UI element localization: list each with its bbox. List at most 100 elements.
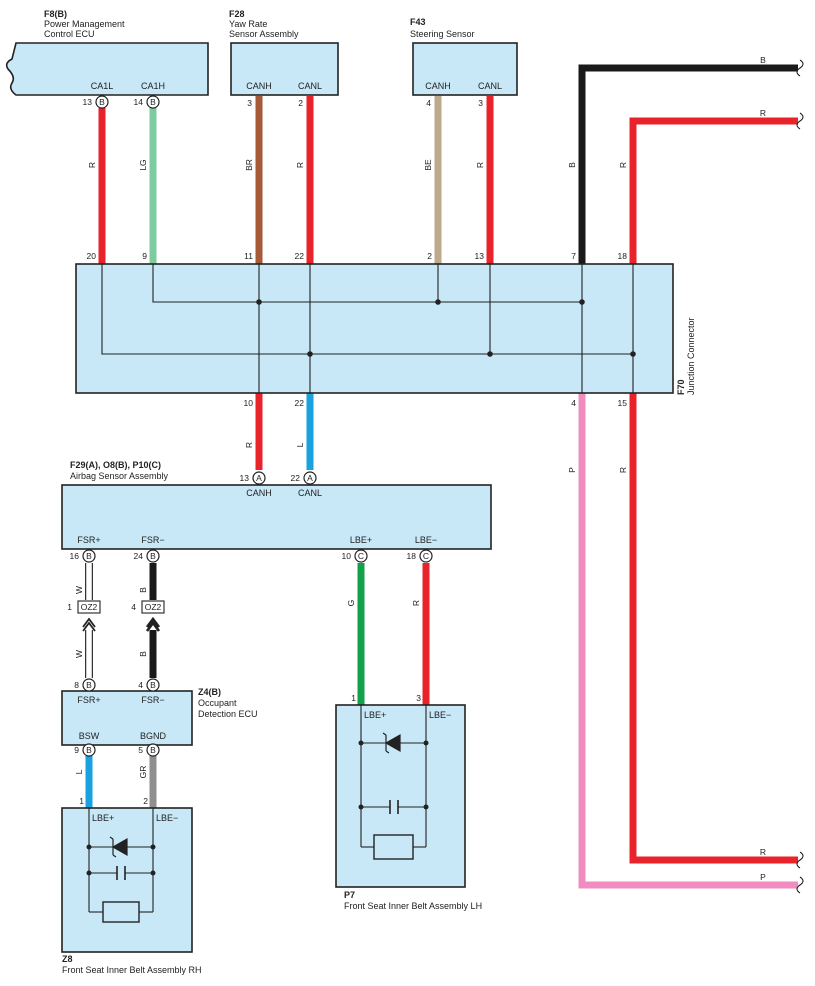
z8-circuit [86, 808, 156, 923]
break-mark-p [796, 876, 804, 894]
z8-name: Front Seat Inner Belt Assembly RH [62, 965, 202, 975]
p7-pin-1-num: 1 [351, 693, 356, 703]
f8-pin-13-num: 13 [83, 97, 93, 107]
p7-belt-lh: 1 3 LBE+ LBE− P7 Front Seat Inner Belt A… [335, 693, 482, 911]
z4-box [61, 690, 193, 746]
airbag-pin-10-conn [354, 549, 368, 563]
z8-zener-tips [109, 836, 117, 858]
f8-pin-ca1h-label: CA1H [141, 81, 165, 91]
airbag-pin-fsrm-label: FSR− [141, 535, 164, 545]
break-mark-b [796, 59, 804, 77]
f8-ecu: F8(B) Power Management Control ECU CA1L … [5, 9, 209, 109]
z4-pin-5-conn [146, 743, 160, 757]
f43-sensor: F43 Steering Sensor CANH CANL 4 3 [410, 17, 518, 108]
junction-dot [435, 299, 441, 305]
wire-label-j22: L [295, 442, 305, 447]
p7-code: P7 [344, 890, 355, 900]
p7-circuit [358, 705, 429, 860]
airbag-pin-canh-label: CANH [246, 488, 272, 498]
p7-resistor-icon [373, 834, 414, 860]
wire-label-f8-ca1l: R [87, 162, 97, 168]
z4-code: Z4(B) [198, 687, 221, 697]
f70-bottom-pin: 10 [244, 398, 254, 408]
airbag-pin-canl-label: CANL [298, 488, 322, 498]
f28-name1: Yaw Rate [229, 19, 267, 29]
z8-code: Z8 [62, 954, 73, 964]
f8-pin-ca1l-label: CA1L [91, 81, 114, 91]
z8-pin-1-num: 1 [79, 796, 84, 806]
wire-label-j15: R [618, 467, 628, 473]
junction-dot [630, 351, 636, 357]
f43-name1: Steering Sensor [410, 29, 475, 39]
junction-dot [423, 740, 429, 746]
airbag-name: Airbag Sensor Assembly [70, 471, 169, 481]
f28-pin-3-num: 3 [247, 98, 252, 108]
f43-pin-canl-label: CANL [478, 81, 502, 91]
f8-pin-14-conn [146, 95, 160, 109]
z8-pin-lbem-label: LBE− [156, 813, 178, 823]
wire-label-lbem-lh: R [411, 600, 421, 606]
wire-label-fsrm-lower: B [138, 651, 148, 657]
f28-name2: Sensor Assembly [229, 29, 299, 39]
airbag-pin-24-conn [146, 549, 160, 563]
f70-junction: 20 9 11 22 2 13 7 18 10 22 4 15 F70 Junc… [75, 251, 696, 408]
f70-top-pin: 7 [571, 251, 576, 261]
z8-pin-2-num: 2 [143, 796, 148, 806]
wire-label-f43-canh: BE [423, 159, 433, 171]
offpage-label-b: B [760, 55, 766, 65]
z4-pin-bsw-label: BSW [79, 731, 100, 741]
offpage-label-r-bottom: R [760, 847, 766, 857]
airbag-pin-18-conn [419, 549, 433, 563]
wire-label-j7: B [567, 162, 577, 168]
f70-bottom-pin: 15 [618, 398, 628, 408]
z4-pin-fsrp-label: FSR+ [77, 695, 100, 705]
f70-top-pin: 9 [142, 251, 147, 261]
airbag-pin-13-num: 13 [240, 473, 250, 483]
f8-pin-13-conn-letter: B [99, 97, 105, 107]
f70-top-pin: 18 [618, 251, 628, 261]
wire-label-f28-canl: R [295, 162, 305, 168]
airbag-pin-16-conn-letter: B [86, 551, 92, 561]
f43-box [412, 42, 518, 96]
z4-pin-8-conn-letter: B [86, 680, 92, 690]
f70-top-pin: 2 [427, 251, 432, 261]
wire-label-j4: P [567, 467, 577, 473]
p7-box [335, 704, 466, 888]
f28-pin-canl-label: CANL [298, 81, 322, 91]
f70-name: Junction Connector [686, 317, 696, 395]
offpage-label-p: P [760, 872, 766, 882]
airbag-pin-13-conn [252, 471, 266, 485]
oz2-label-right: OZ2 [145, 602, 162, 612]
oz2-box-left [77, 600, 101, 614]
z8-pin-lbep-label: LBE+ [92, 813, 114, 823]
f8-code: F8(B) [44, 9, 67, 19]
oz2-connector: OZ2 1 OZ2 4 [67, 600, 165, 632]
oz2-pin-4: 4 [131, 602, 136, 612]
oz2-chevron-left-icon [82, 617, 96, 632]
airbag-pin-24-conn-letter: B [150, 551, 156, 561]
z4-name2: Detection ECU [198, 709, 258, 719]
f28-sensor: F28 Yaw Rate Sensor Assembly CANH CANL 3… [229, 9, 339, 108]
airbag-pin-22-conn [303, 471, 317, 485]
junction-dot [150, 844, 156, 850]
junction-dot [150, 870, 156, 876]
p7-zener-tips [382, 732, 390, 754]
junction-dot [307, 351, 313, 357]
z8-zener-diode-icon [111, 837, 128, 857]
junction-dot [86, 870, 92, 876]
airbag-pin-lbem-label: LBE− [415, 535, 437, 545]
airbag-pin-22-num: 22 [291, 473, 301, 483]
f8-box [5, 42, 209, 96]
wire-label-bgnd: GR [138, 766, 148, 779]
wire-j4-p [578, 393, 798, 889]
bus-canl [101, 264, 634, 355]
wire-label-f8-ca1h: LG [138, 159, 148, 170]
wire-label-j18: R [618, 162, 628, 168]
wire-label-f28-canh: BR [244, 159, 254, 171]
z4-pin-5-conn-letter: B [150, 745, 156, 755]
junction-dot [86, 844, 92, 850]
f28-box [230, 42, 339, 96]
z4-pin-4-num: 4 [138, 680, 143, 690]
break-mark-r-bottom [796, 851, 804, 869]
